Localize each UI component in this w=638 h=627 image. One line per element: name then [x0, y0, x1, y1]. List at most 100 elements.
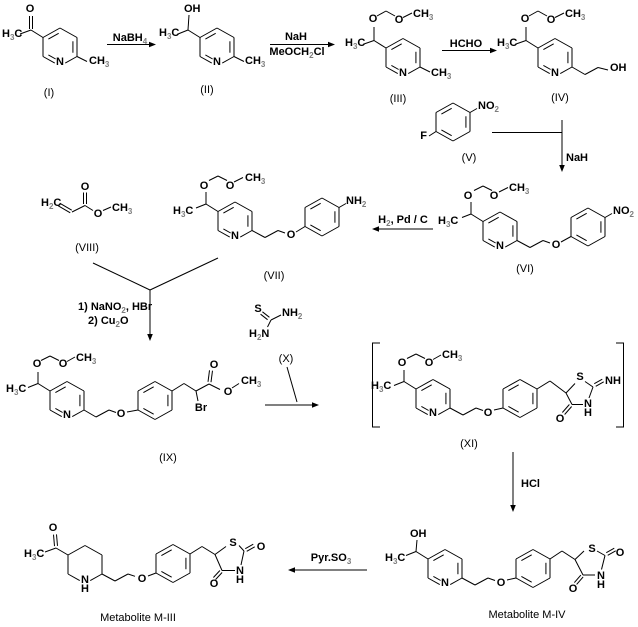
ix-ester-ch3: CH3	[241, 375, 262, 389]
m3-tzd-o2: O	[257, 541, 266, 553]
structure-compound-vi	[461, 185, 613, 248]
bond-line	[363, 40, 375, 45]
bond-line	[199, 27, 218, 38]
m3-tzd-o4: O	[210, 578, 219, 590]
bond-line	[482, 185, 493, 191]
bond-line	[267, 319, 272, 328]
bond-line	[536, 380, 551, 390]
bond-line	[215, 572, 223, 580]
xi-tzd-n: N	[584, 398, 592, 410]
bond-line	[543, 43, 554, 50]
bond-line	[403, 381, 417, 390]
iv-ring-n: N	[551, 67, 559, 79]
bond-line	[48, 32, 59, 40]
reaction-arrows-layer	[92, 41, 565, 573]
bond-line	[415, 539, 418, 552]
bond-line	[262, 311, 270, 318]
m4-tzd-s: S	[588, 543, 595, 555]
ix-ether-o: O	[117, 408, 126, 420]
bond-line	[126, 409, 139, 413]
bond-line	[502, 379, 521, 390]
bond-line	[461, 213, 472, 218]
bond-line	[461, 577, 476, 586]
compound-label-iii: (III)	[390, 93, 407, 105]
bond-line	[183, 383, 197, 392]
bond-line	[55, 534, 58, 546]
bond-line	[488, 238, 496, 244]
bond-line	[588, 386, 594, 399]
reagent-nabh4: NaBH4	[113, 32, 148, 46]
bond-line	[415, 353, 426, 359]
bond-line	[565, 383, 576, 394]
vii-mom-o2: O	[226, 180, 235, 192]
bond-line	[487, 577, 496, 581]
reagent-cu2o: 2) Cu2O	[88, 315, 129, 329]
ix-h3c: H3C	[6, 383, 26, 397]
bond-line	[421, 384, 432, 391]
ii-oh: OH	[184, 3, 201, 15]
bond-line	[42, 27, 61, 38]
bond-line	[246, 546, 255, 552]
bond-line	[415, 551, 429, 560]
structure-compound-xi	[393, 353, 604, 418]
bond-line	[210, 370, 213, 383]
bond-line	[470, 213, 484, 222]
bond-line	[127, 573, 136, 577]
x-s: S	[254, 303, 261, 315]
bond-line	[542, 240, 551, 244]
bond-line	[155, 544, 174, 555]
bond-line	[177, 29, 189, 35]
bond-line	[561, 550, 576, 560]
arrowhead	[559, 165, 565, 172]
bond-line	[84, 205, 94, 211]
ix-mom-o2: O	[59, 358, 68, 370]
v-f: F	[420, 130, 427, 142]
xi-tzd-s: S	[576, 371, 583, 383]
bond-line	[189, 546, 203, 555]
bond-line	[570, 236, 589, 247]
vi-mom-ch3: CH3	[509, 182, 530, 196]
bond-line	[195, 203, 207, 209]
bond-line	[549, 380, 567, 394]
bond-line	[532, 549, 551, 560]
bond-line	[587, 207, 606, 218]
bond-line	[30, 29, 44, 38]
bond-line	[482, 240, 496, 248]
arrowhead	[328, 41, 335, 48]
bond-line	[66, 356, 76, 362]
bond-line	[474, 577, 489, 586]
viii-ester-o: O	[94, 208, 103, 220]
bond-line	[435, 131, 454, 142]
bond-line	[385, 38, 404, 49]
iii-ch3: CH3	[431, 67, 452, 81]
bond-line	[405, 551, 417, 556]
bond-line	[42, 56, 56, 64]
bond-line	[205, 32, 216, 40]
xi-tzd-nh-h: H	[584, 407, 592, 419]
bond-line	[543, 65, 551, 70]
bond-line	[449, 577, 463, 586]
bond-line	[310, 202, 321, 210]
bond-line	[565, 392, 573, 405]
m3-h3c: H3C	[24, 548, 44, 562]
iv-mom-ch3: CH3	[565, 8, 586, 22]
bond-line	[57, 205, 71, 214]
reagent-nah-2: NaH	[566, 152, 588, 164]
vii-nh2: NH2	[346, 195, 367, 209]
bond-line	[528, 10, 539, 17]
bond-line	[217, 230, 231, 238]
compound-label-m3: Metabolite M-III	[100, 612, 176, 624]
bond-line	[515, 577, 534, 588]
bond-line	[161, 571, 172, 578]
bond-line	[502, 407, 521, 418]
m3-tzd-nh-h: H	[236, 574, 244, 586]
reagent-nano2-hbr: 1) NaNO2, HBr	[78, 301, 153, 315]
bond-line	[114, 573, 129, 582]
structure-compound-ii	[177, 14, 245, 64]
ix-carbonyl-o: O	[210, 359, 219, 371]
bond-line	[304, 226, 323, 237]
m3-ether-o: O	[138, 573, 147, 585]
vii-mom-ch3: CH3	[245, 172, 266, 186]
bond-line	[570, 207, 589, 218]
